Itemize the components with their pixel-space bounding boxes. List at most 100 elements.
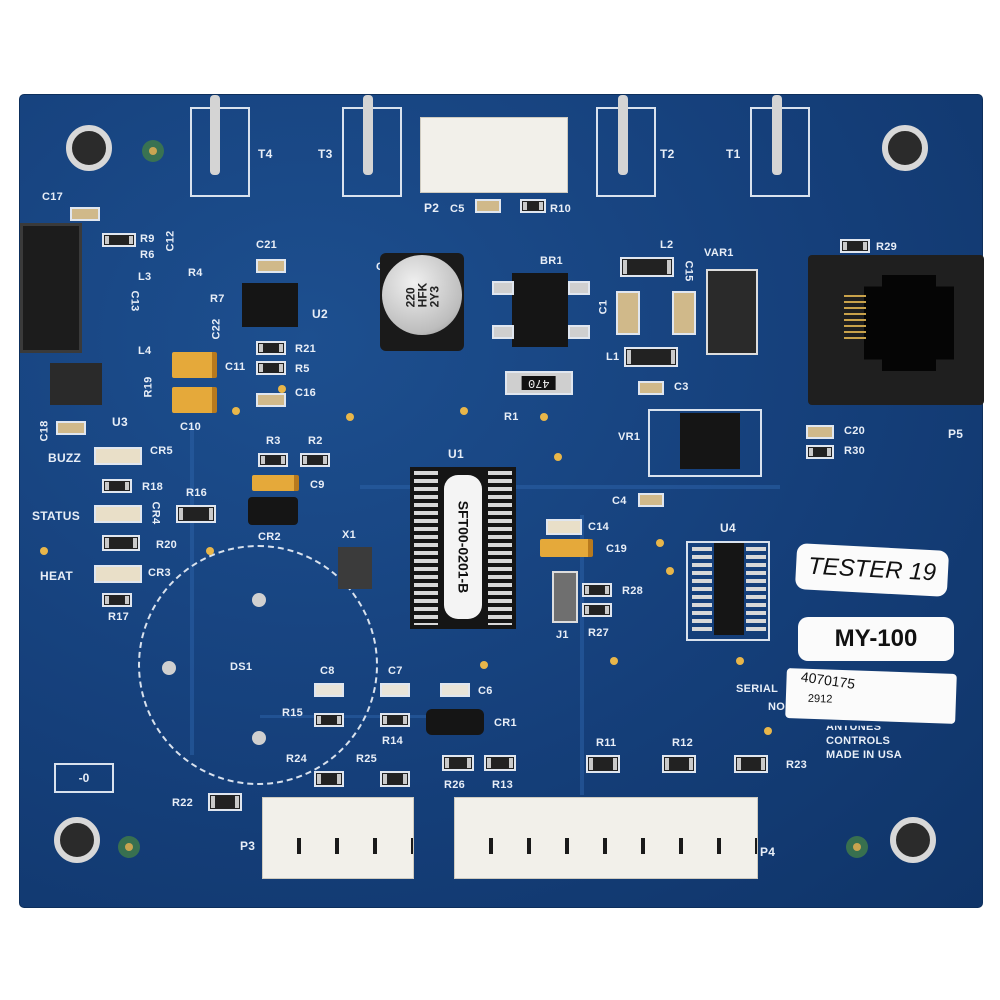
cap-c19-label: C19 (606, 543, 628, 555)
resistor-r2 (300, 453, 330, 467)
serial-sticker: 4070175 2912 (785, 668, 957, 724)
indicator-status-label: STATUS (32, 509, 81, 523)
terminal-t4-label: T4 (258, 147, 273, 161)
ic-u4 (692, 543, 766, 635)
test-pad (846, 836, 868, 858)
ic-u4-label: U4 (720, 521, 736, 535)
led-cr4-label: CR4 (149, 501, 162, 525)
via (554, 453, 562, 461)
connector-p3[interactable] (262, 797, 414, 879)
resistor-r9-label: R9 (140, 233, 155, 245)
inductor-l4-label: L4 (138, 345, 152, 357)
terminal-t1-label: T1 (726, 147, 741, 161)
tantalum-cap-c11 (172, 352, 217, 378)
terminal-post (772, 95, 782, 175)
resistor-r9 (102, 233, 136, 247)
connector-p4-label: P4 (760, 845, 776, 859)
regulator-vr1-outline (648, 409, 762, 477)
bridge-br1-label: BR1 (540, 255, 563, 267)
via (666, 567, 674, 575)
buzzer-pin (162, 661, 176, 675)
cap-c4-label: C4 (612, 495, 627, 507)
cap-c5 (475, 199, 501, 213)
led-cr3-label: CR3 (148, 567, 171, 579)
inductor-l1-label: L1 (606, 351, 620, 363)
cap-c16-label: C16 (295, 387, 317, 399)
resistor-r7-label: R7 (210, 293, 225, 305)
varistor-var1 (706, 269, 758, 355)
resistor-r12-label: R12 (672, 737, 694, 749)
cap-c13-label: C13 (128, 290, 141, 312)
resistor-r27 (582, 603, 612, 617)
cap-c3 (638, 381, 664, 395)
tester-text: TESTER 19 (807, 552, 937, 587)
jumper-j1-label: J1 (556, 629, 569, 641)
diode-cr2-label: CR2 (258, 531, 281, 543)
resistor-r17-label: R17 (108, 611, 130, 623)
resistor-r20-label: R20 (156, 539, 178, 551)
cap-c18 (56, 421, 86, 435)
cap-c10-label: C10 (180, 421, 202, 433)
cap-c14 (546, 519, 582, 535)
inductor-l1 (624, 347, 678, 367)
mounting-hole-top-right (882, 125, 928, 171)
mounting-hole-bottom-right (890, 817, 936, 863)
resistor-r21-label: R21 (295, 343, 317, 355)
resistor-r18-label: R18 (142, 481, 164, 493)
manufacturer-line1: ANTUNES (826, 721, 882, 733)
ic-u1: SFT00-0201-B (410, 467, 516, 629)
via (40, 547, 48, 555)
resistor-r25 (380, 771, 410, 787)
terminal-post (210, 95, 220, 175)
resistor-r4-label: R4 (188, 267, 203, 279)
serial-prefix-label: SERIAL (736, 683, 779, 695)
resistor-r10-label: R10 (550, 203, 572, 215)
chip-sticker: SFT00-0201-B (444, 475, 482, 619)
jumper-j1[interactable] (552, 571, 578, 623)
varistor-var1-label: VAR1 (704, 247, 734, 259)
terminal-t2-label: T2 (660, 147, 675, 161)
resistor-r1: 470 (505, 371, 573, 395)
via (610, 657, 618, 665)
bridge-br1 (512, 273, 568, 347)
ic-pins (414, 471, 438, 625)
terminal-t3-label: T3 (318, 147, 333, 161)
terminal-post (363, 95, 373, 175)
resistor-r26 (442, 755, 474, 771)
connector-p3-label: P3 (240, 839, 256, 853)
led-cr5-label: CR5 (150, 445, 173, 457)
test-pad (118, 836, 140, 858)
board-mark-box: -0 (54, 763, 114, 793)
connector-p4[interactable] (454, 797, 758, 879)
cap-c14-label: C14 (588, 521, 610, 533)
via (540, 413, 548, 421)
buzzer-pin (252, 731, 266, 745)
trace (360, 485, 780, 489)
via (736, 657, 744, 665)
resistor-r6-label: R6 (140, 249, 155, 261)
via (206, 547, 214, 555)
cap-c20 (806, 425, 834, 439)
tantalum-cap-c10 (172, 387, 217, 413)
resistor-r3 (258, 453, 288, 467)
cap-c15 (672, 291, 696, 335)
cap-c6 (440, 683, 470, 697)
cap-c22-label: C22 (210, 318, 223, 340)
resistor-r29-label: R29 (876, 241, 898, 253)
cap-c8-label: C8 (320, 665, 335, 677)
cap-c18-label: C18 (38, 420, 51, 442)
rj-jack-p5[interactable] (808, 255, 984, 405)
ic-pins (692, 547, 712, 631)
cap-c3-label: C3 (674, 381, 689, 393)
cap-c17-label: C17 (42, 191, 64, 203)
connector-p5-label: P5 (948, 427, 964, 441)
connector-p2 (420, 117, 568, 193)
cap-c12-label: C12 (164, 230, 177, 252)
ic-pins (488, 471, 512, 625)
connector-p2-label: P2 (424, 201, 440, 215)
resistor-r16-label: R16 (186, 487, 208, 499)
regulator-vr1 (680, 413, 740, 469)
resistor-r16 (176, 505, 216, 523)
resistor-r17 (102, 593, 132, 607)
cap-c7 (380, 683, 410, 697)
